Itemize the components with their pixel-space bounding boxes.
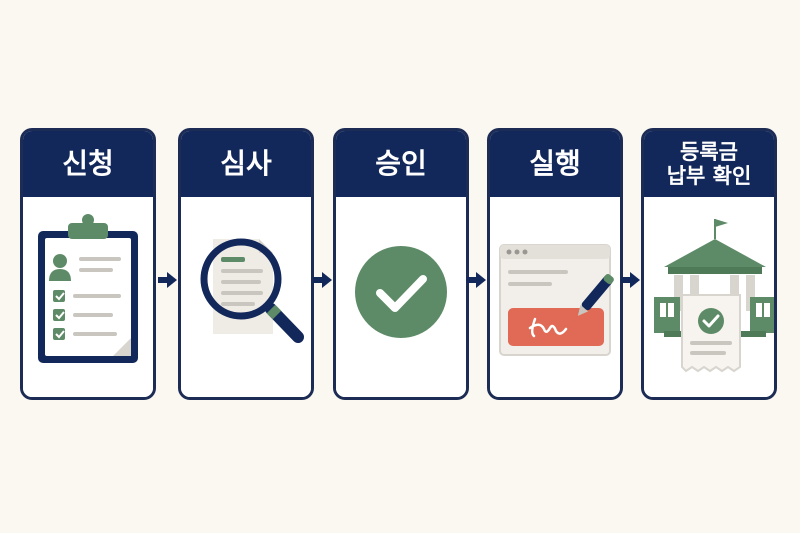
step-header: 심사 bbox=[181, 131, 311, 197]
arrow-right-icon bbox=[467, 272, 486, 288]
step-header: 신청 bbox=[23, 131, 153, 197]
step-title: 실행 bbox=[529, 147, 581, 180]
arrow-right-icon bbox=[158, 272, 177, 288]
step-body bbox=[644, 197, 774, 397]
step-header: 등록금 납부 확인 bbox=[644, 131, 774, 197]
step-header: 승인 bbox=[336, 131, 466, 197]
step-card-execute: 실행 bbox=[487, 128, 623, 400]
step-title-line1: 등록금 bbox=[680, 140, 738, 164]
step-title: 신청 bbox=[62, 147, 114, 180]
arrow-right-icon bbox=[313, 272, 332, 288]
step-title-line2: 납부 확인 bbox=[666, 164, 752, 188]
step-title: 심사 bbox=[220, 147, 272, 180]
step-card-tuition-payment-confirm: 등록금 납부 확인 bbox=[641, 128, 777, 400]
step-header: 실행 bbox=[490, 131, 620, 197]
step-card-review: 심사 bbox=[178, 128, 314, 400]
step-body bbox=[23, 197, 153, 397]
magnifier-document-icon bbox=[200, 238, 304, 343]
university-receipt-icon bbox=[654, 219, 774, 373]
arrow-right-icon bbox=[621, 272, 640, 288]
check-circle-icon bbox=[355, 246, 447, 338]
signed-contract-pen-icon bbox=[499, 244, 614, 356]
step-card-apply: 신청 bbox=[20, 128, 156, 400]
step-body bbox=[336, 197, 466, 397]
clipboard-checklist-icon bbox=[38, 214, 138, 363]
step-card-approve: 승인 bbox=[333, 128, 469, 400]
step-body bbox=[181, 197, 311, 397]
step-body bbox=[490, 197, 620, 397]
step-title: 승인 bbox=[375, 147, 427, 180]
